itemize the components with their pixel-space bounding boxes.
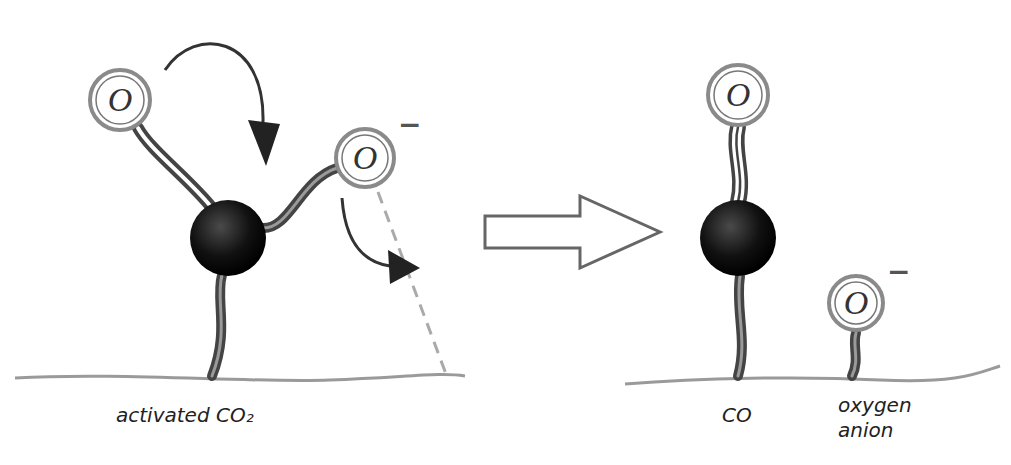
arrow-head: [248, 120, 280, 166]
caption-label: CO: [722, 403, 802, 428]
surface-bond: [738, 276, 742, 376]
charge-sign: −: [887, 258, 910, 286]
triple-bond: [736, 127, 740, 202]
reaction-arrow: [485, 196, 660, 268]
caption-label: oxygen anion: [838, 393, 928, 443]
carbon-atom: [190, 200, 266, 276]
arrow-head: [388, 250, 420, 284]
caption-label: activated CO₂: [116, 403, 336, 428]
surface-bond: [738, 276, 742, 376]
dashed-line: [378, 192, 446, 374]
triple-bond: [736, 127, 740, 202]
oxygen-atom: O: [88, 68, 152, 132]
surface-bond: [212, 275, 222, 376]
atom-symbol: O: [827, 284, 885, 322]
carbon-atom: [700, 200, 776, 276]
atom-symbol: O: [706, 76, 770, 114]
single-bond: [262, 168, 337, 228]
surface-bond: [212, 275, 222, 376]
oxygen-atom: O−: [334, 127, 396, 189]
oxygen-atom: O−: [827, 274, 885, 332]
triple-bond: [736, 127, 740, 202]
surface-line: [625, 366, 1000, 384]
surface-line: [15, 375, 465, 381]
charge-sign: −: [398, 111, 421, 139]
double-bond: [138, 128, 212, 208]
surface-bond: [852, 333, 856, 376]
single-bond: [262, 168, 337, 228]
atom-symbol: O: [88, 81, 152, 119]
surface-bond: [852, 333, 856, 376]
curved-arrow: [342, 198, 390, 266]
atom-symbol: O: [334, 139, 396, 177]
double-bond: [138, 128, 212, 208]
oxygen-atom: O: [706, 63, 770, 127]
curved-arrow: [165, 44, 263, 122]
